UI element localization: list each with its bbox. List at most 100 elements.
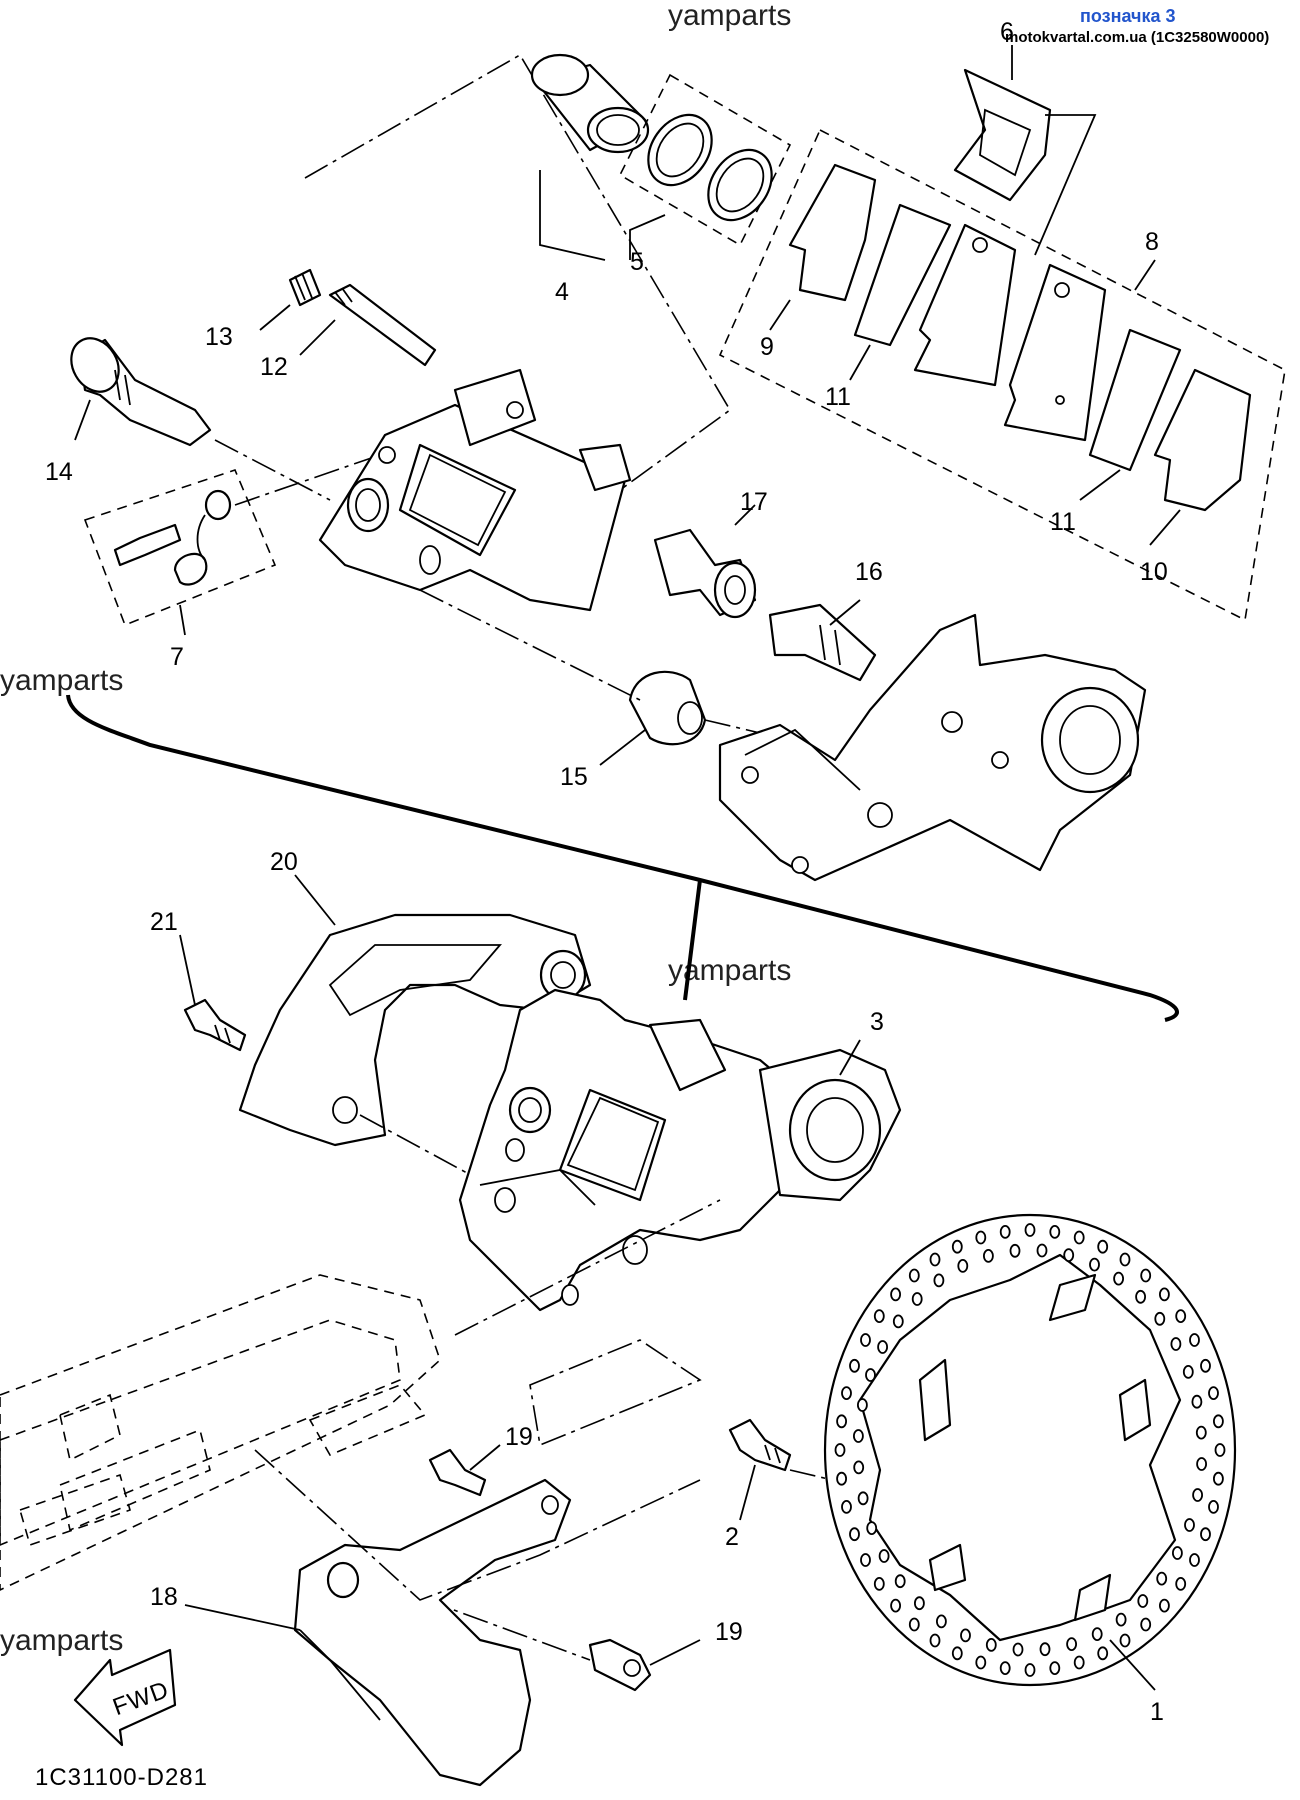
disc-hole (1159, 1287, 1170, 1302)
slide-sleeve (768, 603, 877, 682)
brake-pad-11-a (853, 203, 952, 347)
disc-hole (1119, 1633, 1131, 1648)
disc-hole (1184, 1518, 1195, 1532)
seal-kit-box (618, 73, 792, 247)
disc-hole (849, 1358, 860, 1373)
callout-19-a: 19 (505, 1423, 533, 1451)
watermark-top: yamparts (668, 0, 791, 32)
disc-hole (1208, 1386, 1219, 1400)
disc-hole (1009, 1243, 1021, 1258)
disc-hole (999, 1225, 1011, 1239)
bleed-kit-box (83, 469, 277, 627)
callout-11-a: 11 (825, 383, 851, 411)
disc-hole (1159, 1598, 1170, 1613)
callout-14: 14 (45, 458, 73, 486)
disc-hole (1049, 1661, 1061, 1675)
callout-10: 10 (1140, 558, 1168, 586)
disc-hole (1036, 1243, 1048, 1258)
disc-hole (999, 1661, 1011, 1675)
disc-hole (873, 1577, 885, 1591)
watermark-bottom-left: yamparts (0, 1624, 123, 1657)
disc-hole (865, 1368, 876, 1382)
disc-hole (1097, 1239, 1109, 1254)
disc-hole (841, 1386, 852, 1400)
fwd-arrow-icon: FWD (73, 1648, 177, 1747)
disc-hole (1175, 1577, 1187, 1591)
disc-hole (1170, 1337, 1182, 1351)
site-reference: motokvartal.com.ua (1C32580W0000) (1005, 29, 1269, 46)
disc-hole (1113, 1271, 1124, 1286)
disc-hole (853, 1460, 865, 1475)
disc-hole (929, 1252, 941, 1267)
callout-12: 12 (260, 353, 288, 381)
disc-hole (1119, 1252, 1131, 1267)
disc-hole (836, 1471, 847, 1486)
disc-hole (890, 1598, 901, 1613)
bleed-cap (173, 489, 232, 586)
disc-hole (849, 1527, 860, 1542)
disc-hole (914, 1596, 925, 1611)
guard-bolt-lower (588, 1638, 652, 1692)
disc-hole (1012, 1642, 1024, 1657)
disc-hole (873, 1309, 885, 1323)
callout-11-b: 11 (1050, 508, 1076, 536)
pad-spring (953, 68, 1052, 202)
disc-hole (960, 1628, 971, 1643)
disc-hole (1140, 1268, 1152, 1283)
disc-hole (1200, 1358, 1211, 1373)
caliper-carrier (238, 913, 592, 1147)
disc-hole (1213, 1414, 1224, 1429)
callout-8: 8 (1145, 228, 1159, 256)
disc-hole (951, 1239, 963, 1254)
disc-hole (892, 1314, 904, 1329)
disc-hole (1024, 1663, 1036, 1677)
disc-hole (1137, 1594, 1149, 1608)
disc-hole (975, 1230, 987, 1245)
piston (530, 53, 650, 154)
callout-5: 5 (630, 248, 644, 276)
piston-seals (647, 113, 773, 222)
callout-19-b: 19 (715, 1618, 743, 1646)
disc-hole (1192, 1488, 1203, 1502)
callout-16: 16 (855, 558, 883, 586)
disc-hole (860, 1333, 871, 1347)
annotation-link[interactable]: позначка 3 (1080, 6, 1176, 26)
brake-disc (823, 1213, 1237, 1687)
disc-hole (834, 1443, 846, 1457)
diagram-code: 1C31100-D281 (35, 1764, 208, 1791)
callout-3: 3 (870, 1008, 884, 1036)
callout-1: 1 (1150, 1698, 1164, 1726)
disc-hole (1214, 1443, 1226, 1457)
brake-pad-11-b (1088, 328, 1182, 472)
carrier-bolt (183, 998, 247, 1052)
disc-hole (911, 1292, 923, 1306)
disc-hole (908, 1617, 920, 1632)
disc-hole (1140, 1617, 1152, 1632)
disc-hole (1213, 1471, 1224, 1486)
caliper-boot (628, 670, 707, 746)
pad-backing-plate-a (913, 223, 1017, 387)
disc-hole (1200, 1527, 1211, 1542)
pad-shim-10 (1153, 368, 1252, 512)
disc-hole (1024, 1223, 1036, 1237)
swingarm (0, 1274, 441, 1591)
disc-hole (957, 1259, 969, 1273)
disc-hole (836, 1414, 847, 1429)
callout-17: 17 (740, 488, 768, 516)
disc-hole (936, 1614, 947, 1629)
callout-9: 9 (760, 333, 774, 361)
disc-hole (853, 1429, 864, 1443)
callout-2: 2 (725, 1523, 739, 1551)
pad-pin (328, 283, 437, 367)
disc-hole (1189, 1553, 1200, 1567)
disc-hole (1191, 1394, 1203, 1409)
disc-hole (985, 1638, 997, 1652)
disc-hole (878, 1549, 890, 1563)
disc-hole (1195, 1425, 1207, 1440)
disc-hole (866, 1521, 878, 1535)
disc-hole (1154, 1311, 1166, 1326)
disc-hole (1097, 1646, 1109, 1661)
callout-6: 6 (1000, 18, 1014, 46)
bleed-screw (113, 523, 182, 567)
disc-hole (1189, 1333, 1200, 1347)
